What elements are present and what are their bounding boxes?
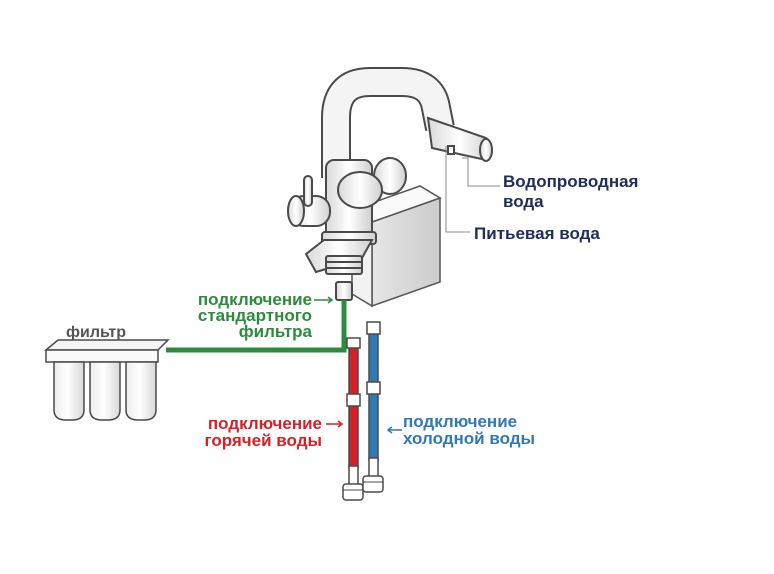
label-filter-conn-3: фильтра	[238, 322, 312, 341]
label-tap-water-2: вода	[503, 192, 544, 211]
label-hot-2: горячей воды	[204, 431, 322, 450]
label-filter-conn-1: подключение	[197, 290, 312, 309]
pointer-arrows	[314, 296, 402, 434]
leader-lines	[445, 146, 500, 233]
red-arrow-icon	[326, 420, 344, 428]
faucet-icon	[287, 67, 493, 301]
blue-arrow-icon	[386, 426, 402, 434]
label-cold-1: подключение	[403, 412, 518, 431]
label-cold-2: холодной воды	[403, 429, 536, 448]
label-tap-water-1: Водопроводная	[503, 172, 639, 191]
label-filter-conn-2: стандартного	[197, 306, 312, 325]
filter-cartridges-icon	[43, 339, 170, 421]
label-hot-1: подключение	[207, 414, 322, 433]
filter-tube	[166, 300, 347, 353]
green-arrow-icon	[314, 296, 334, 304]
label-drinking-water: Питьевая вода	[474, 224, 600, 243]
cold-water-hose	[362, 321, 384, 493]
hot-water-hose	[342, 337, 364, 501]
label-filter: фильтр	[66, 324, 127, 341]
